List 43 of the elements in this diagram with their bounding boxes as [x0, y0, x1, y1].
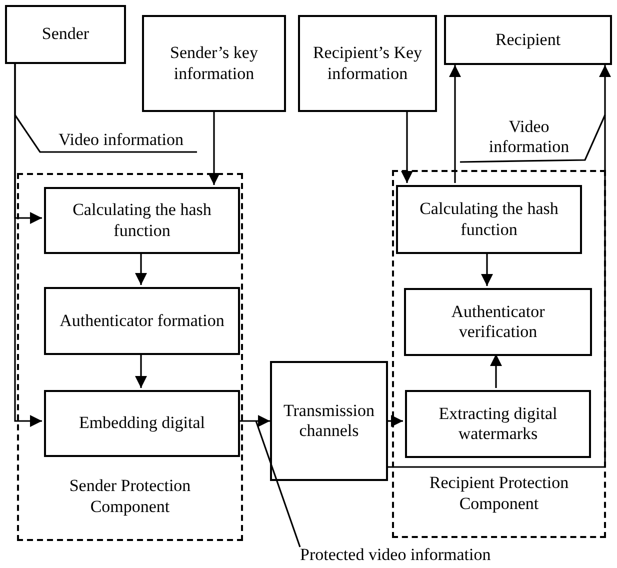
process-box — [404, 288, 592, 356]
process-box — [444, 15, 612, 65]
process-box — [298, 15, 437, 112]
arrow — [449, 65, 461, 183]
leader-line — [460, 114, 606, 163]
leader-line — [255, 420, 301, 548]
arrow — [388, 65, 611, 468]
process-box — [396, 185, 582, 254]
dashed-group — [392, 170, 606, 538]
box-label: Calculating the hash function — [418, 199, 560, 240]
box-label: Embedding digital — [78, 413, 206, 434]
box-label: Sender — [42, 24, 90, 45]
process-box — [270, 361, 388, 481]
annotation-text: Protected video information — [300, 544, 491, 566]
arrow — [208, 112, 220, 185]
arrow — [135, 252, 147, 285]
group-label: Recipient Protection Component — [428, 473, 570, 514]
box-label: Authenticator formation — [60, 310, 224, 332]
box-label: Authenticator verification — [450, 302, 546, 342]
box-label: Transmission channels — [282, 400, 376, 442]
box-label: Sender’s key information — [169, 43, 259, 84]
annotation-text: Video information — [58, 130, 184, 150]
arrow — [490, 354, 502, 388]
box-label: Calculating the hash function — [72, 200, 212, 241]
arrow — [238, 415, 270, 427]
process-box — [142, 15, 286, 112]
dashed-group — [17, 173, 243, 541]
leader-line — [14, 114, 197, 153]
process-box — [44, 287, 240, 355]
group-label: Sender Protection Component — [68, 476, 192, 517]
arrow — [14, 64, 42, 427]
annotation-text: Video information — [488, 116, 570, 158]
arrow — [401, 112, 413, 183]
arrow — [388, 415, 403, 427]
process-box — [44, 390, 240, 457]
process-box — [5, 5, 126, 64]
arrow — [481, 252, 493, 286]
process-box — [44, 187, 240, 254]
process-box — [405, 390, 591, 458]
box-label: Recipient’s Key information — [312, 43, 424, 84]
arrow — [135, 353, 147, 388]
box-label: Recipient — [495, 30, 561, 50]
box-label: Extracting digital watermarks — [438, 404, 558, 444]
